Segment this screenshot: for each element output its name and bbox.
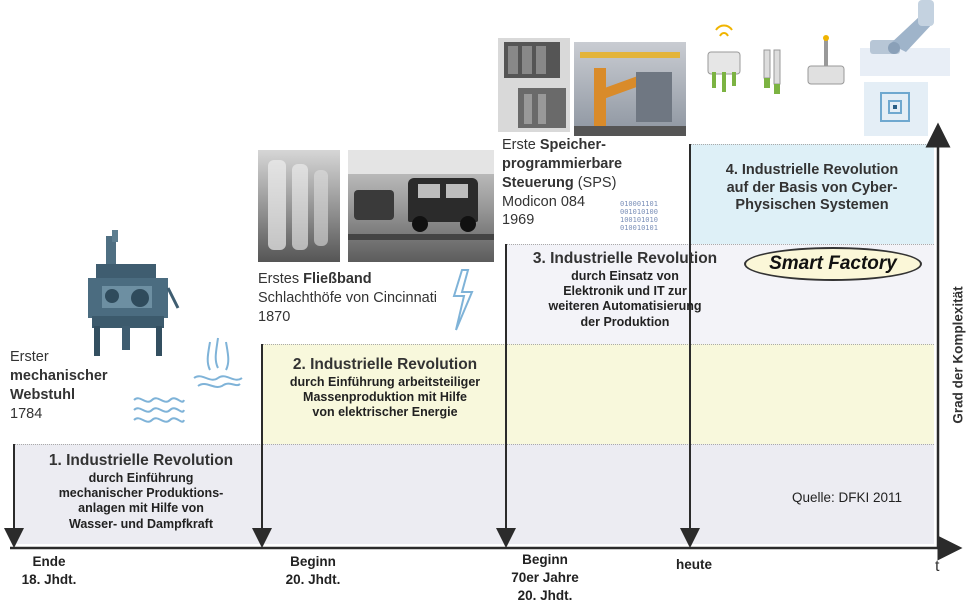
x-axis-label: t — [935, 558, 940, 575]
robot-arm-image — [860, 0, 950, 76]
binary-line: 001010100 — [620, 208, 658, 217]
milestone-text: programmierbare — [502, 155, 623, 172]
revolution-3-desc-line: Elektronik und IT zur — [563, 284, 687, 299]
timeline-line: Beginn — [290, 554, 336, 569]
revolution-2-title: 2. Industrielle Revolution — [292, 356, 478, 373]
assembly-line-image — [348, 150, 494, 262]
revolution-1-desc-line: anlagen mit Hilfe von — [78, 501, 204, 516]
timeline-line: 20. Jhdt. — [285, 572, 341, 588]
milestone-webstuhl: Erster mechanischer Webstuhl 1784 — [10, 348, 108, 423]
lightning-icon — [452, 269, 474, 331]
milestone-text: Erste — [502, 137, 540, 153]
plc-controller-image — [498, 38, 570, 132]
binary-line: 010001101 — [620, 200, 658, 208]
revolution-3-desc-line: der Produktion — [580, 314, 670, 329]
band-revolution-1 — [14, 444, 934, 544]
timeline-label-2: Beginn 20. Jhdt. — [258, 553, 368, 589]
revolution-1-text: 1. Industrielle Revolution durch Einführ… — [22, 452, 260, 532]
binary-code: 010001101 001010100 100101010 010010101 — [620, 200, 658, 232]
milestone-text: (SPS) — [573, 174, 617, 191]
revolution-4-text: 4. Industrielle Revolution auf der Basis… — [694, 162, 930, 215]
revolution-1-desc-line: Wasser- und Dampfkraft — [68, 516, 213, 531]
steam-icon — [193, 337, 243, 388]
smart-factory-label: Smart Factory — [769, 253, 897, 274]
revolution-4-title: 4. Industrielle Revolution — [725, 162, 899, 178]
sensor-devices-image — [707, 24, 845, 94]
revolution-3-text: 3. Industrielle Revolution durch Einsatz… — [510, 250, 740, 330]
loom-machine-image — [88, 230, 180, 356]
milestone-fliessband: Erstes Fließband Schlachthöfe von Cincin… — [258, 270, 437, 327]
timeline-label-1: Ende 18. Jhdt. — [0, 553, 104, 589]
binary-line: 100101010 — [620, 216, 658, 225]
milestone-year: 1870 — [258, 308, 291, 325]
timeline-line: 70er Jahre — [511, 570, 579, 586]
milestone-text: Speicher- — [539, 137, 606, 153]
revolution-1-desc-line: mechanischer Produktions- — [58, 486, 224, 501]
band-revolution-2 — [262, 344, 934, 444]
smart-chip-image — [864, 82, 928, 136]
timeline-line: 20. Jhdt. — [517, 588, 573, 604]
milestone-sps: Erste Speicher- programmierbare Steuerun… — [502, 136, 622, 230]
milestone-text: Webstuhl — [10, 386, 75, 403]
timeline-line: 18. Jhdt. — [21, 572, 77, 588]
binary-line: 010010101 — [620, 224, 658, 233]
revolution-2-desc-line: durch Einführung arbeitsteiliger — [289, 374, 481, 389]
revolution-2-desc-line: von elektrischer Energie — [312, 405, 458, 420]
y-axis-label: Grad der Komplexität — [950, 286, 966, 424]
milestone-text: Schlachthöfe von Cincinnati — [258, 289, 437, 306]
revolution-2-text: 2. Industrielle Revolution durch Einführ… — [266, 356, 504, 421]
milestone-text: Fließband — [303, 271, 372, 287]
milestone-text: Steuerung — [502, 174, 574, 191]
band-divider — [14, 444, 934, 445]
revolution-4-desc-line: auf der Basis von Cyber- — [726, 179, 898, 196]
revolution-1-title: 1. Industrielle Revolution — [48, 452, 234, 469]
timeline-line: Beginn — [522, 552, 568, 567]
revolution-4-desc-line: Physischen Systemen — [735, 197, 889, 214]
slaughterhouse-image — [258, 150, 340, 262]
smart-factory-badge: Smart Factory — [744, 247, 922, 281]
band-divider — [690, 144, 934, 145]
robot-factory-image — [574, 42, 686, 136]
timeline-label-4: heute — [644, 556, 744, 574]
timeline-line: Ende — [32, 554, 66, 569]
revolution-3-title: 3. Industrielle Revolution — [532, 250, 718, 267]
revolution-2-desc-line: Massenproduktion mit Hilfe — [303, 390, 467, 405]
milestone-year: 1969 — [502, 212, 535, 229]
milestone-text: Erster — [10, 349, 49, 365]
source-note: Quelle: DFKI 2011 — [792, 490, 903, 505]
revolution-3-desc-line: durch Einsatz von — [571, 268, 679, 283]
band-divider — [506, 244, 934, 245]
timeline-line: heute — [675, 557, 712, 572]
timeline-label-3: Beginn 70er Jahre 20. Jhdt. — [490, 551, 600, 606]
milestone-year: 1784 — [10, 405, 43, 422]
band-divider — [262, 344, 934, 345]
revolution-1-desc-line: durch Einführung — [88, 470, 194, 485]
band-revolution-4 — [690, 144, 934, 244]
milestone-text: Erstes — [258, 271, 304, 287]
water-icon — [133, 397, 185, 423]
revolution-3-desc-line: weiteren Automatisierung — [548, 299, 702, 314]
milestone-text: Modicon 084 — [502, 193, 586, 210]
milestone-text: mechanischer — [10, 367, 108, 384]
